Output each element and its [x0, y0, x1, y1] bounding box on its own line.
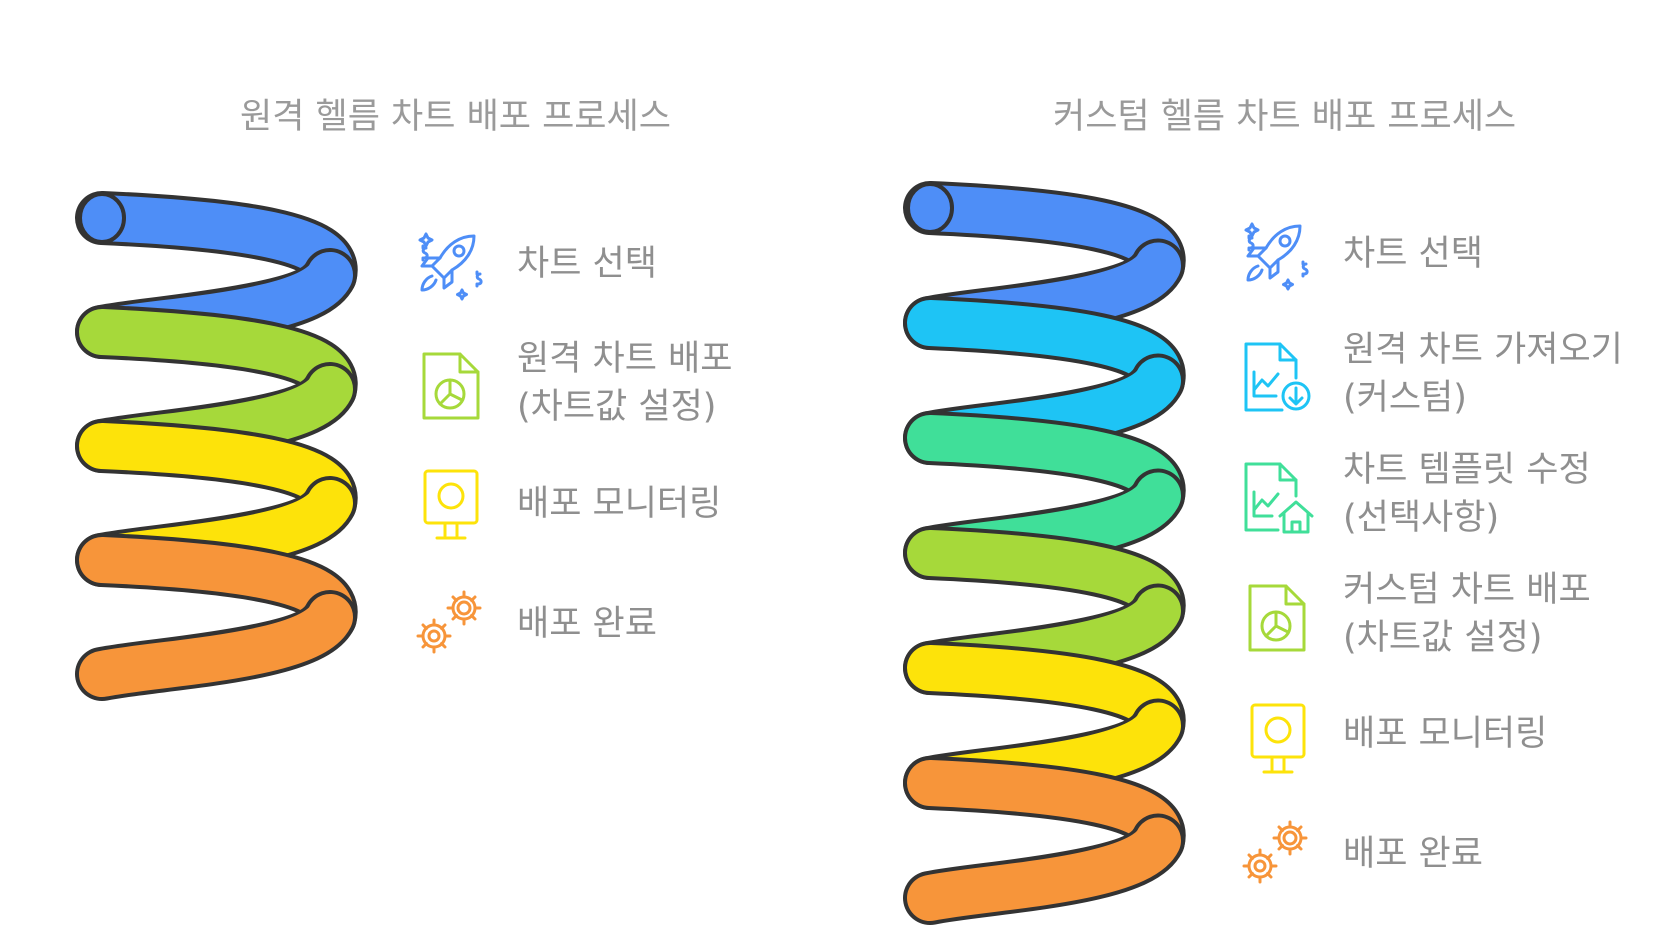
left-diagram-title: 원격 헬름 차트 배포 프로세스: [240, 97, 671, 137]
monitor-icon: [1250, 703, 1306, 774]
right-step-6-label: 배포 완료: [1343, 834, 1483, 874]
gears-icon: [416, 590, 482, 654]
left-step-3-label: 배포 모니터링: [517, 484, 722, 524]
chart-document-icon: [422, 352, 480, 420]
spring-coil-lower-4: [79, 594, 353, 697]
chart-download-icon: [1244, 342, 1311, 412]
left-step-1-label: 차트 선택: [517, 244, 657, 284]
rocket-icon: [1244, 222, 1309, 291]
right-step-2-label: 원격 차트 가져오기 (커스텀): [1343, 330, 1623, 418]
right-step-4-label: 커스텀 차트 배포 (차트값 설정): [1343, 570, 1591, 658]
left-step-2-label: 원격 차트 배포 (차트값 설정): [517, 339, 733, 427]
spring-coil-lower-6: [907, 817, 1181, 921]
right-step-3-label: 차트 템플릿 수정 (선택사항): [1343, 450, 1591, 538]
chart-document-icon: [1248, 584, 1306, 652]
right-step-1-label: 차트 선택: [1343, 234, 1483, 274]
chart-home-icon: [1244, 462, 1314, 534]
gears-icon: [1242, 820, 1308, 884]
left-step-4-label: 배포 완료: [517, 604, 657, 644]
rocket-icon: [418, 232, 483, 301]
right-diagram-title: 커스텀 헬름 차트 배포 프로세스: [1053, 97, 1517, 137]
spring-top-end-cap: [906, 182, 954, 234]
spring-top-end-cap: [78, 192, 126, 244]
right-step-5-label: 배포 모니터링: [1343, 714, 1548, 754]
monitor-icon: [423, 469, 479, 540]
